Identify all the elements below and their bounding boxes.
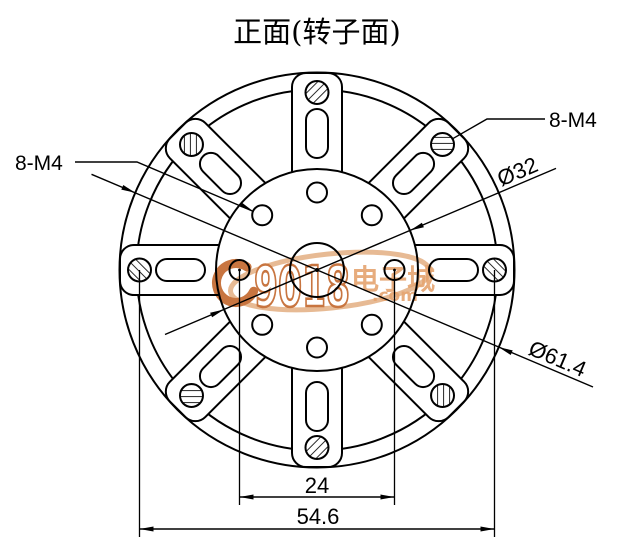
outer-circle — [118, 71, 516, 469]
outer-screw-hole — [178, 383, 204, 409]
label-8m4-outer: 8-M4 — [549, 109, 597, 132]
outer-screw-hole — [430, 383, 456, 409]
arm-slot — [198, 151, 243, 196]
outer-screw-hole — [430, 131, 456, 157]
dia32-arrow-left — [210, 309, 224, 318]
label-dia61: Ø61.4 — [525, 335, 590, 381]
arm-slot — [305, 381, 329, 432]
watermark-c-mark — [212, 259, 260, 307]
watermark-digits: 9018 — [254, 255, 350, 320]
inner-bolts-leader-arrow — [240, 202, 254, 212]
dia61-arrow-lower — [498, 347, 513, 355]
shaft-hole — [289, 242, 345, 298]
drawing-title: 正面(转子面) — [233, 15, 401, 49]
arm-slot — [155, 258, 206, 282]
arm-slot — [198, 344, 243, 389]
label-8m4-inner: 8-M4 — [15, 152, 63, 175]
watermark-logo: 9018 电子城 .com — [212, 249, 435, 321]
watermark-cn-text: 电子城 — [351, 263, 435, 296]
arm-slot — [391, 151, 436, 196]
arm-slot — [305, 108, 329, 159]
dim-text-24: 24 — [305, 473, 329, 498]
outer-bolts-leader — [452, 118, 545, 140]
watermark-swoosh — [228, 249, 432, 313]
outer-screw-hole — [178, 131, 204, 157]
outer-screw-hole — [304, 435, 330, 460]
inner-bolts-leader — [75, 161, 254, 213]
arm-slots-and-screws — [127, 80, 507, 460]
dim-text-546: 54.6 — [297, 504, 340, 529]
dia61-arrow-upper — [121, 185, 136, 193]
dia32-arrow-right — [410, 222, 424, 231]
arm-slot — [391, 344, 436, 389]
outer-screw-hole — [304, 80, 330, 105]
watermark-domain: .com — [372, 286, 418, 306]
